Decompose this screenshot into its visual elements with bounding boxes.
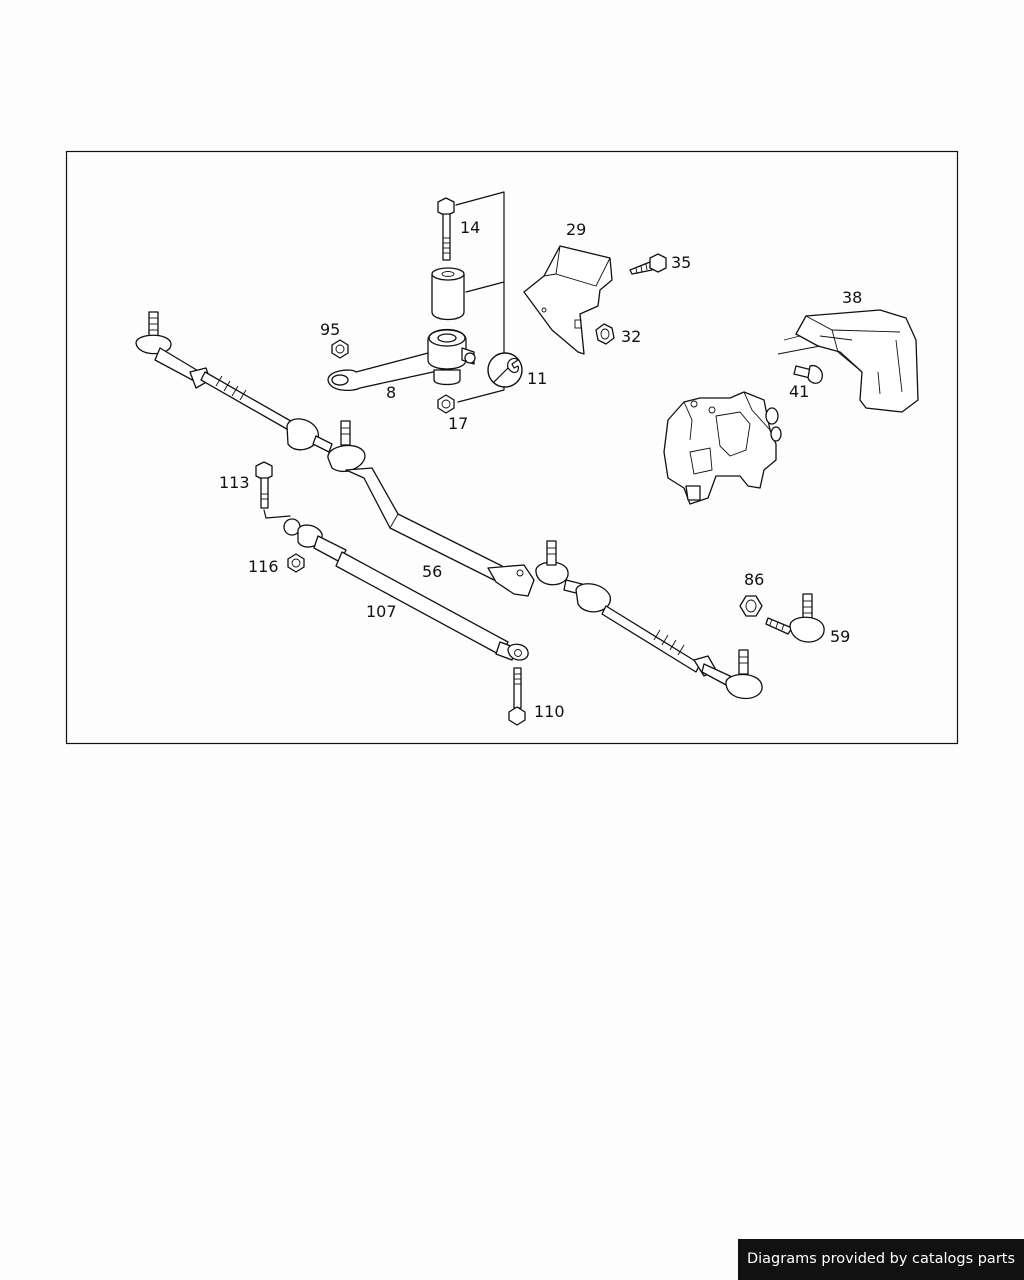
bracket-line [455,191,505,403]
callout-14: 14 [460,218,480,237]
nut-86 [739,595,763,617]
nut-95 [331,339,349,359]
callout-32: 32 [621,327,641,346]
screw-35 [629,253,667,275]
bolt-113 [255,461,291,519]
callout-38: 38 [842,288,862,307]
wrench-icon [487,352,523,388]
callout-86: 86 [744,570,764,589]
bolt-110 [508,667,526,726]
callout-11: 11 [527,369,547,388]
ball-joint-59 [765,593,825,643]
right-tie-rod [575,583,763,699]
callout-29: 29 [566,220,586,239]
callout-56: 56 [422,562,442,581]
steering-gear-box [663,391,782,505]
bolt-14 [437,197,455,261]
cover-38 [777,309,919,413]
callout-17: 17 [448,414,468,433]
callout-95: 95 [320,320,340,339]
callout-116: 116 [248,557,279,576]
left-tie-rod-end [135,311,211,389]
shield-29 [523,245,613,355]
callout-59: 59 [830,627,850,646]
nut-32 [595,323,615,345]
bushing [431,267,465,321]
left-tie-rod [200,371,333,453]
bolt-41 [793,364,823,384]
callout-41: 41 [789,382,809,401]
nut-17 [437,394,455,414]
nut-116 [287,553,305,573]
callout-110: 110 [534,702,565,721]
callout-8: 8 [386,383,396,402]
callout-113: 113 [219,473,250,492]
steering-damper [283,518,529,661]
callout-35: 35 [671,253,691,272]
idler-arm [327,328,476,392]
credit-banner: Diagrams provided by catalogs parts [738,1239,1024,1280]
diagram-frame [65,150,959,745]
callout-107: 107 [366,602,397,621]
